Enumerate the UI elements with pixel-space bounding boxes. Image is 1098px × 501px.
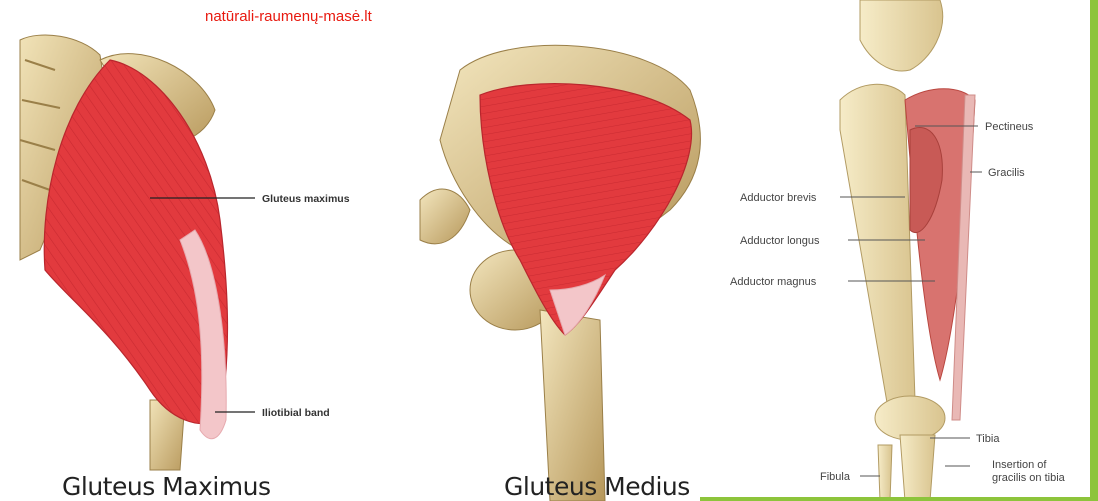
label-gluteus-maximus: Gluteus maximus xyxy=(262,193,350,205)
label-adductor-longus: Adductor longus xyxy=(740,235,820,247)
label-iliotibial-band: Iliotibial band xyxy=(262,407,330,419)
label-insertion-line2: gracilis on tibia xyxy=(992,472,1066,484)
caption-gluteus-medius: Gluteus Medius xyxy=(504,472,690,501)
label-pectineus: Pectineus xyxy=(985,121,1034,133)
gluteus-medius-panel xyxy=(400,0,730,501)
gluteus-medius-illustration xyxy=(400,0,730,501)
green-border-bottom xyxy=(700,497,1098,501)
adductors-panel: Pectineus Gracilis Adductor brevis Adduc… xyxy=(730,0,1098,501)
gluteus-maximus-panel: Gluteus maximus Iliotibial band xyxy=(0,0,400,501)
watermark-text: natūrali-raumenų-masė.lt xyxy=(205,8,372,25)
gluteus-maximus-illustration: Gluteus maximus Iliotibial band xyxy=(0,0,400,501)
label-fibula: Fibula xyxy=(820,471,851,483)
label-insertion-line1: Insertion of xyxy=(992,459,1047,471)
label-adductor-magnus: Adductor magnus xyxy=(730,276,817,288)
label-gracilis: Gracilis xyxy=(988,167,1025,179)
caption-gluteus-maximus: Gluteus Maximus xyxy=(62,472,271,501)
label-tibia: Tibia xyxy=(976,433,1000,445)
adductors-illustration: Pectineus Gracilis Adductor brevis Adduc… xyxy=(730,0,1098,501)
label-adductor-brevis: Adductor brevis xyxy=(740,192,817,204)
green-border-right xyxy=(1090,0,1098,501)
